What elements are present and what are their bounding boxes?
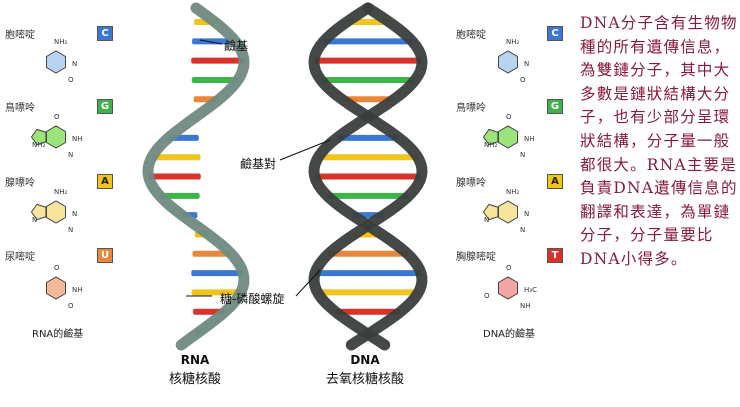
rna-bases-caption: RNA的鹼基 bbox=[32, 329, 84, 340]
rna-molecule-2-ring5 bbox=[30, 128, 47, 146]
dna-base-name-3: 腺嘌呤 bbox=[456, 178, 486, 189]
dna-helix-rung-14 bbox=[315, 270, 421, 277]
dna-molecule-4-ring bbox=[497, 276, 519, 300]
dna-base-name-1: 胞嘧啶 bbox=[456, 30, 486, 41]
dna-molecule-4-atom-1: O bbox=[506, 264, 512, 272]
rna-molecule-3-atom-4: N bbox=[32, 216, 37, 224]
rna-molecule-3-ring bbox=[45, 200, 67, 224]
dna-molecule-1-atom-1: NH₂ bbox=[506, 38, 520, 46]
rna-molecule-2-atom-3: N bbox=[68, 151, 73, 159]
dna-helix-rung-7 bbox=[336, 134, 400, 141]
dna-molecule-4-atom-3: NH bbox=[520, 302, 531, 310]
dna-molecule-3-ring bbox=[497, 200, 519, 224]
dna-base-badge-1: C bbox=[547, 26, 563, 41]
rna-helix-rung-2 bbox=[192, 38, 236, 45]
rna-base-badge-2: G bbox=[97, 99, 113, 114]
rna-helix-rung-13 bbox=[192, 250, 232, 257]
dna-base-badge-2: G bbox=[547, 99, 563, 114]
rna-molecule-2-atom-1: O bbox=[54, 113, 60, 121]
label-base-pair: 鹼基對 bbox=[240, 157, 277, 171]
dna-helix-rung-2 bbox=[323, 38, 413, 45]
rna-helix-rung-9 bbox=[148, 173, 201, 180]
rna-molecule-3-atom-2: N bbox=[72, 210, 77, 218]
rna-molecule-1-atom-1: NH₂ bbox=[54, 38, 68, 46]
dna-title-en: DNA bbox=[350, 353, 380, 367]
rna-title-en: RNA bbox=[180, 353, 210, 367]
rna-molecule-3-atom-3: N bbox=[68, 226, 73, 234]
side-description: DNA分子含有生物物種的所有遺傳信息，為雙鏈分子，其中大多數是鏈狀結構大分子，也… bbox=[580, 14, 738, 268]
rna-base-name-2: 鳥嘌呤 bbox=[5, 103, 35, 114]
dna-molecule-2-atom-2: NH bbox=[524, 135, 535, 143]
leader-base bbox=[199, 39, 223, 45]
rna-molecule-3-atom-1: NH₂ bbox=[54, 188, 68, 196]
dna-molecule-2-ring bbox=[497, 125, 519, 149]
rna-molecule-2-atom-2: NH bbox=[72, 135, 83, 143]
dna-helix-rung-9 bbox=[314, 173, 422, 180]
dna-molecule-1-atom-3: O bbox=[520, 76, 526, 84]
rna-base-name-3: 腺嘌呤 bbox=[5, 178, 35, 189]
dna-molecule-3-atom-3: N bbox=[520, 226, 525, 234]
dna-helix-rung-3 bbox=[314, 57, 422, 64]
dna-base-badge-4: T bbox=[547, 248, 563, 263]
leader-backbone-right bbox=[295, 269, 321, 297]
dna-helix-rung-13 bbox=[328, 250, 408, 257]
rna-molecule-4-atom-1: O bbox=[54, 264, 60, 272]
dna-helix-strand-1 bbox=[308, 2, 428, 351]
rna-molecule-2-atom-4: NH₂ bbox=[32, 141, 46, 149]
dna-base-name-4: 胸腺嘧啶 bbox=[456, 252, 496, 263]
dna-molecule-2-ring5 bbox=[482, 128, 499, 146]
dna-helix-strand-2 bbox=[308, 2, 428, 351]
rna-molecule-3-ring5 bbox=[30, 203, 47, 221]
label-base: 鹼基 bbox=[224, 39, 249, 53]
rna-helix-rung-14 bbox=[191, 270, 244, 277]
dna-base-badge-3: A bbox=[547, 174, 563, 189]
rna-helix-rung-15 bbox=[191, 289, 241, 296]
rna-molecule-4-atom-2: NH bbox=[72, 286, 83, 294]
dna-molecule-3-atom-4: N bbox=[484, 216, 489, 224]
rna-helix-strand-1 bbox=[142, 2, 250, 351]
dna-molecule-3-atom-1: NH₂ bbox=[506, 188, 520, 196]
rna-helix-rung-8 bbox=[151, 154, 201, 161]
rna-molecule-2-ring bbox=[45, 125, 67, 149]
dna-bases-caption: DNA的鹼基 bbox=[483, 329, 536, 340]
dna-molecule-2-atom-4: NH₂ bbox=[484, 141, 498, 149]
rna-helix-rung-3 bbox=[191, 57, 244, 64]
leader-base-pair bbox=[279, 139, 331, 161]
dna-helix-rung-16 bbox=[335, 308, 401, 315]
dna-molecule-4-atom-2: H₃C bbox=[524, 286, 537, 294]
rna-molecule-1-ring bbox=[45, 50, 67, 74]
dna-helix-rung-4 bbox=[320, 76, 416, 83]
dna-molecule-3-ring5 bbox=[482, 203, 499, 221]
dna-helix-rung-5 bbox=[341, 96, 395, 103]
rna-base-badge-3: A bbox=[97, 174, 113, 189]
dna-helix-rung-10 bbox=[327, 192, 409, 199]
rna-molecule-1-atom-2: N bbox=[72, 60, 77, 68]
dna-molecule-2-atom-3: N bbox=[520, 151, 525, 159]
dna-molecule-1-atom-2: N bbox=[524, 60, 529, 68]
dna-title-zh: 去氧核糖核酸 bbox=[325, 372, 404, 387]
dna-base-name-2: 鳥嘌呤 bbox=[456, 103, 486, 114]
label-backbone: 糖-磷酸螺旋 bbox=[220, 292, 285, 306]
rna-molecule-1-atom-3: O bbox=[68, 76, 74, 84]
rna-molecule-4-ring bbox=[45, 276, 67, 300]
dna-molecule-1-ring bbox=[497, 50, 519, 74]
rna-base-name-1: 胞嘧啶 bbox=[5, 30, 35, 41]
dna-helix-rung-15 bbox=[317, 289, 419, 296]
dna-molecule-2-atom-1: O bbox=[506, 113, 512, 121]
dna-helix-rung-8 bbox=[318, 154, 418, 161]
dna-molecule-4-atom-4: O bbox=[484, 292, 490, 300]
rna-base-badge-4: U bbox=[97, 248, 113, 263]
rna-base-badge-1: C bbox=[97, 26, 113, 41]
dna-molecule-3-atom-2: N bbox=[524, 210, 529, 218]
rna-molecule-4-atom-3: O bbox=[68, 302, 74, 310]
rna-base-name-4: 尿嘧啶 bbox=[5, 252, 35, 263]
rna-title-zh: 核糖核酸 bbox=[168, 372, 221, 387]
rna-helix-rung-4 bbox=[191, 76, 238, 83]
rna-helix-rung-10 bbox=[159, 192, 200, 199]
